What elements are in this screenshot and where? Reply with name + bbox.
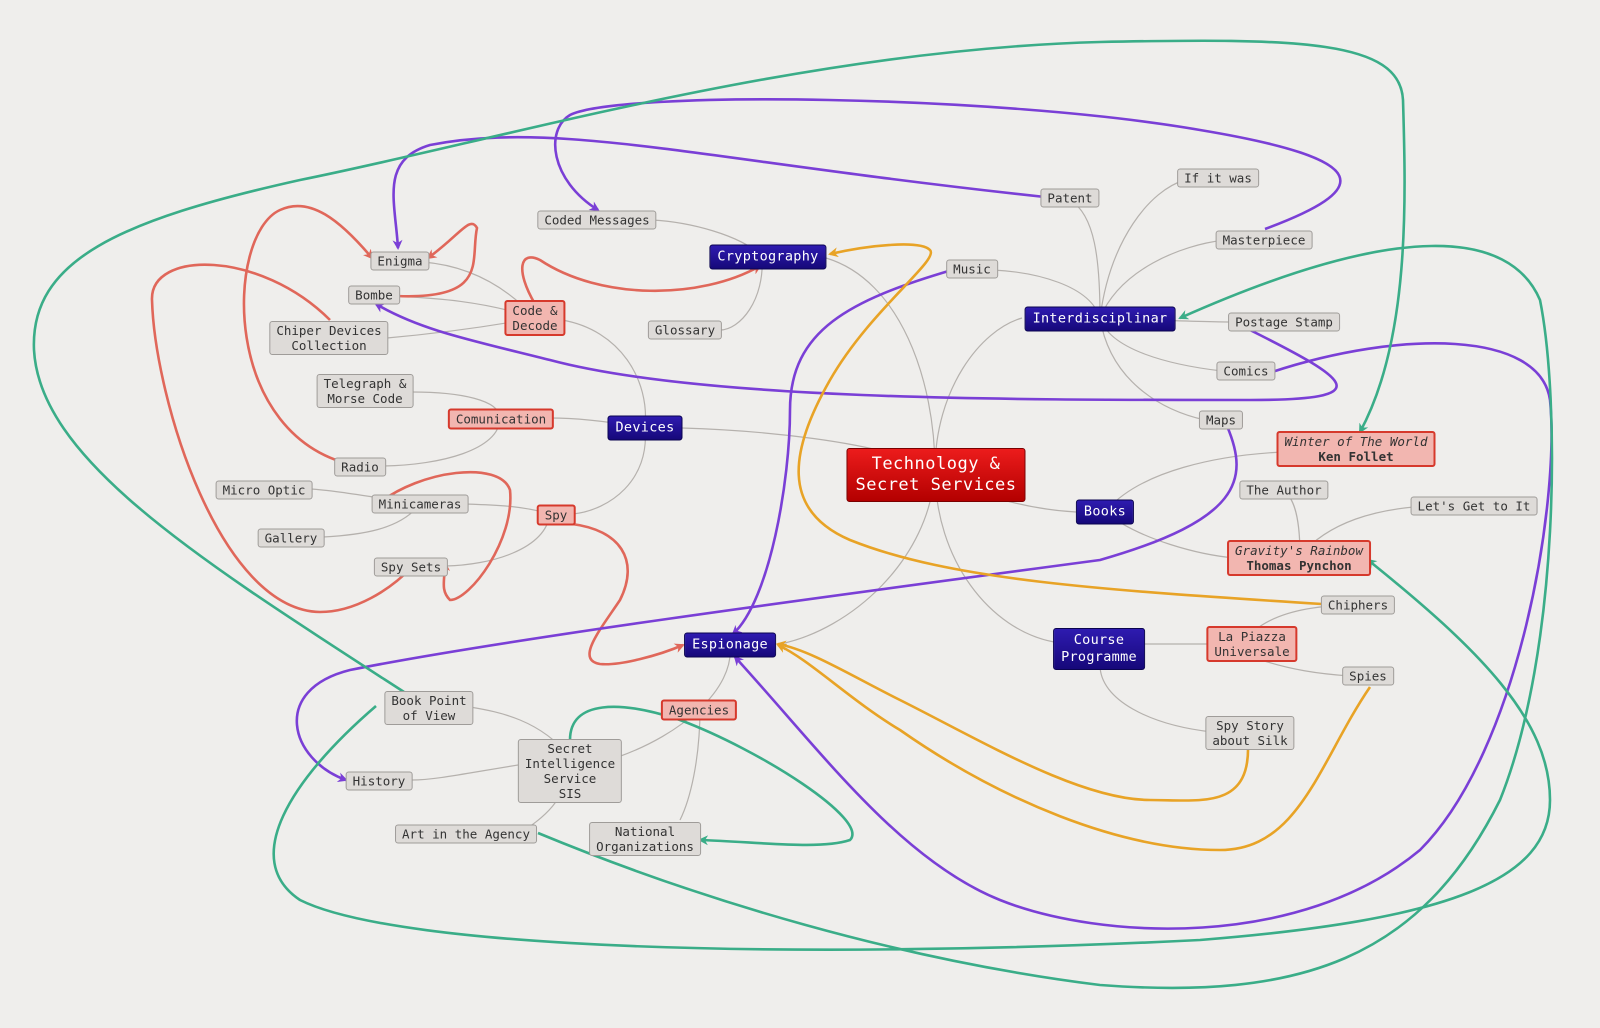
central-topic[interactable]: Technology & Secret Services [846, 448, 1026, 502]
node-book-point-of-view[interactable]: Book Point of View [384, 691, 474, 725]
code-decode-line2: Decode [512, 318, 558, 333]
node-maps[interactable]: Maps [1198, 410, 1244, 430]
node-history[interactable]: History [345, 771, 413, 791]
winter-world-title: Winter of The World [1284, 434, 1428, 449]
node-enigma[interactable]: Enigma [370, 251, 430, 271]
topic-devices[interactable]: Devices [607, 415, 683, 441]
node-glossary[interactable]: Glossary [647, 320, 723, 340]
node-minicameras[interactable]: Minicameras [371, 494, 469, 514]
gravitys-rainbow-author: Thomas Pynchon [1246, 558, 1352, 573]
spy-story-line1: Spy Story [1216, 718, 1284, 733]
code-decode-line1: Code & [512, 303, 558, 318]
node-gravitys-rainbow[interactable]: Gravity's Rainbow Thomas Pynchon [1227, 540, 1371, 576]
node-music[interactable]: Music [946, 259, 998, 279]
node-code-decode[interactable]: Code & Decode [504, 300, 566, 336]
node-chiphers[interactable]: Chiphers [1320, 595, 1396, 615]
chiper-devices-line2: Collection [291, 338, 367, 353]
node-coded-messages[interactable]: Coded Messages [537, 210, 657, 230]
sis-line3: Service [543, 771, 597, 786]
node-micro-optic[interactable]: Micro Optic [215, 480, 313, 500]
node-chiper-devices-collection[interactable]: Chiper Devices Collection [269, 321, 389, 355]
node-la-piazza-universale[interactable]: La Piazza Universale [1206, 626, 1298, 662]
telegraph-line2: Morse Code [327, 391, 403, 406]
chiper-devices-line1: Chiper Devices [276, 323, 382, 338]
node-secret-intelligence-service[interactable]: Secret Intelligence Service SIS [517, 739, 623, 803]
node-national-organizations[interactable]: National Organizations [589, 822, 701, 856]
node-patent[interactable]: Patent [1040, 188, 1100, 208]
node-postage-stamp[interactable]: Postage Stamp [1228, 312, 1340, 332]
purple-arrows [295, 98, 1553, 930]
orange-arrows [776, 243, 1372, 852]
central-topic-line2: Secret Services [855, 475, 1017, 495]
node-spy-sets[interactable]: Spy Sets [373, 557, 449, 577]
course-programme-line1: Course [1073, 632, 1125, 648]
winter-world-author: Ken Follet [1318, 449, 1394, 464]
node-agencies[interactable]: Agencies [660, 699, 738, 721]
node-bombe[interactable]: Bombe [348, 285, 400, 305]
national-orgs-line1: National [614, 824, 676, 839]
node-masterpiece[interactable]: Masterpiece [1215, 230, 1313, 250]
sis-line2: Intelligence [524, 756, 616, 771]
node-spy-story-about-silk[interactable]: Spy Story about Silk [1205, 716, 1295, 750]
node-winter-of-the-world[interactable]: Winter of The World Ken Follet [1276, 431, 1436, 467]
la-piazza-line2: Universale [1214, 644, 1290, 659]
book-point-line2: of View [402, 708, 456, 723]
topic-books[interactable]: Books [1075, 499, 1135, 525]
book-point-line1: Book Point [391, 693, 467, 708]
spy-story-line2: about Silk [1212, 733, 1288, 748]
node-radio[interactable]: Radio [334, 457, 386, 477]
node-comics[interactable]: Comics [1216, 361, 1276, 381]
sis-line4: SIS [558, 786, 582, 801]
node-comunication[interactable]: Comunication [447, 408, 555, 430]
topic-cryptography[interactable]: Cryptography [709, 244, 827, 270]
node-if-it-was[interactable]: If it was [1177, 168, 1259, 188]
red-arrows [150, 204, 762, 666]
la-piazza-line1: La Piazza [1218, 629, 1286, 644]
node-lets-get-to-it[interactable]: Let's Get to It [1410, 496, 1538, 516]
node-art-in-the-agency[interactable]: Art in the Agency [395, 824, 537, 844]
topic-espionage[interactable]: Espionage [684, 632, 776, 658]
node-spies[interactable]: Spies [1342, 666, 1394, 686]
telegraph-line1: Telegraph & [323, 376, 407, 391]
node-gallery[interactable]: Gallery [257, 528, 325, 548]
node-spy[interactable]: Spy [536, 504, 576, 526]
course-programme-line2: Programme [1061, 649, 1137, 665]
node-the-author[interactable]: The Author [1239, 480, 1329, 500]
sis-line1: Secret [547, 741, 593, 756]
central-topic-line1: Technology & [871, 454, 1001, 474]
topic-interdisciplinar[interactable]: Interdisciplinar [1024, 306, 1176, 332]
national-orgs-line2: Organizations [596, 839, 694, 854]
green-arrows [32, 39, 1554, 990]
topic-course-programme[interactable]: Course Programme [1053, 628, 1145, 670]
gravitys-rainbow-title: Gravity's Rainbow [1235, 543, 1363, 558]
node-telegraph-morse-code[interactable]: Telegraph & Morse Code [316, 374, 414, 408]
